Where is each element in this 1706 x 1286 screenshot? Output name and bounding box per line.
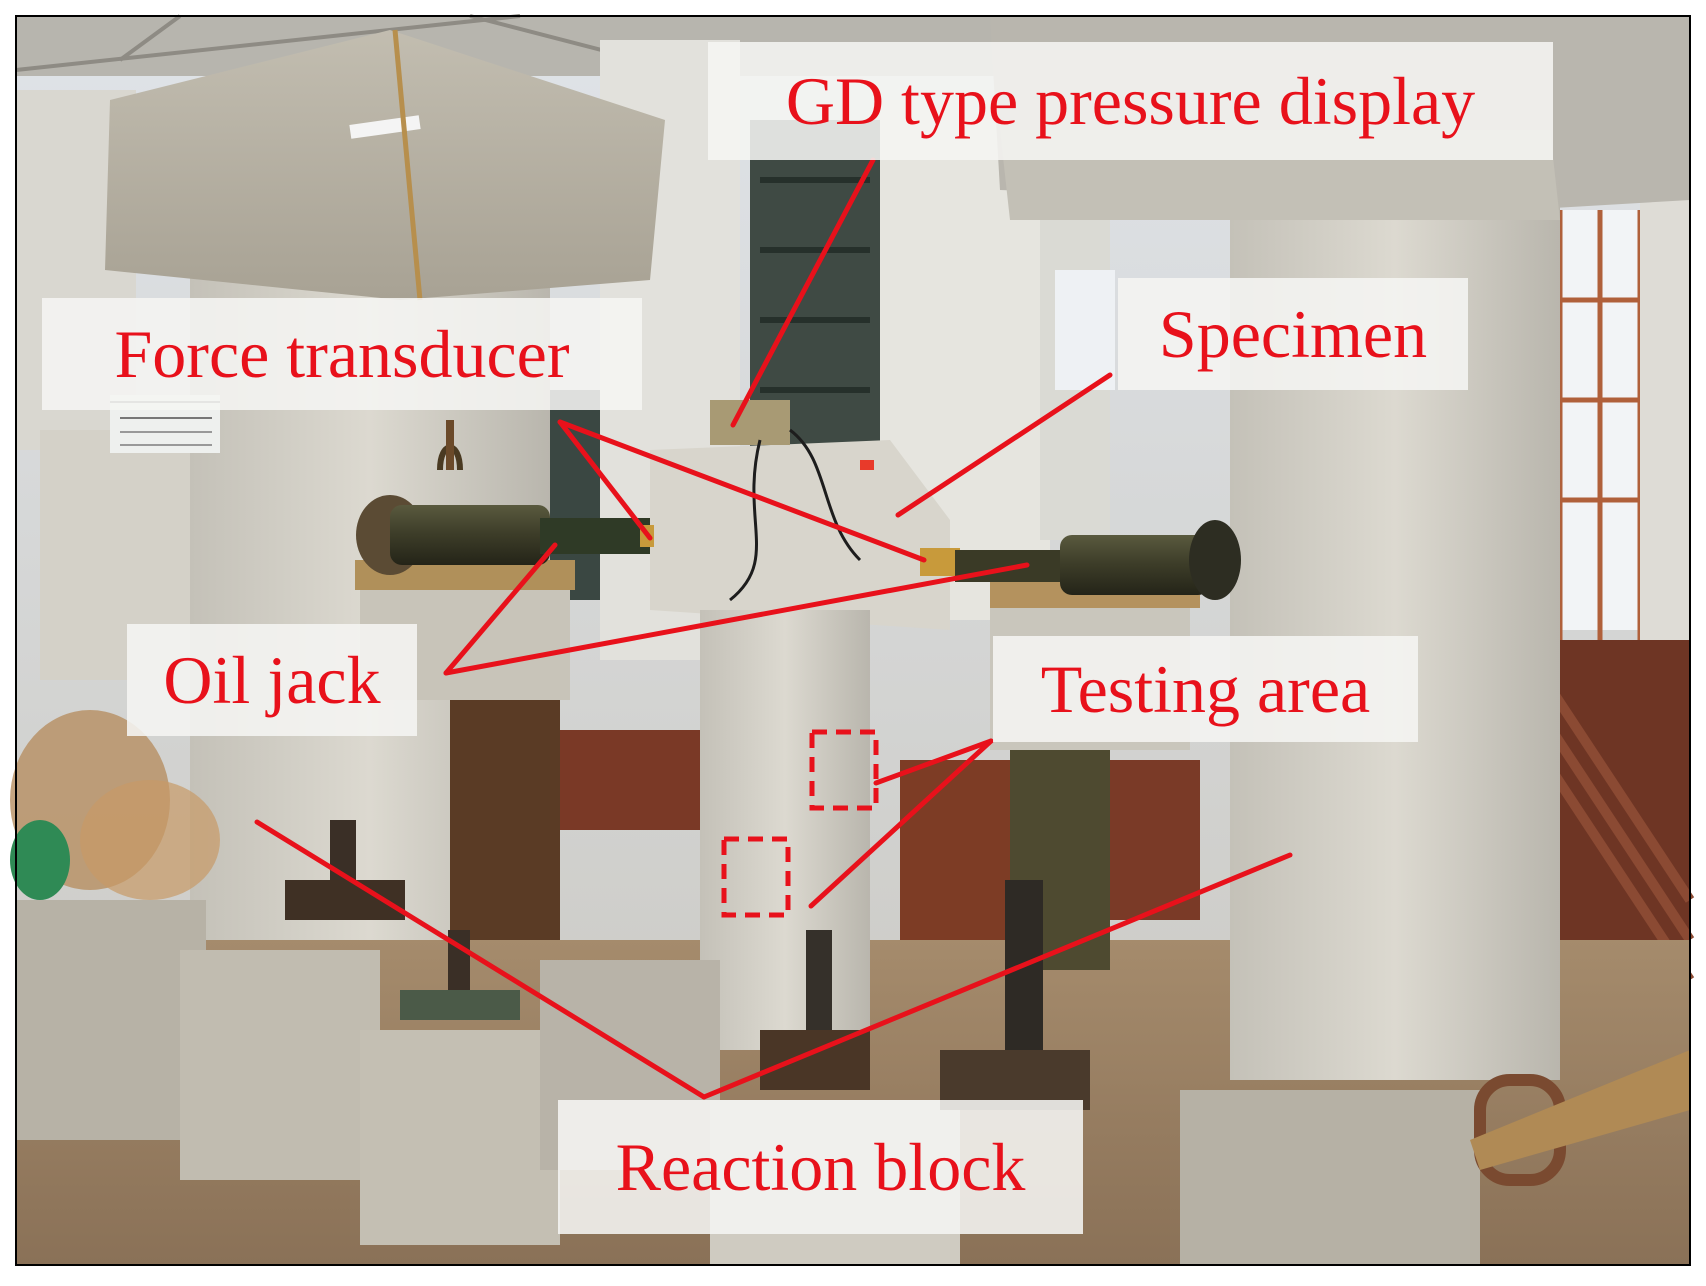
leader-force-transducer-right bbox=[557, 419, 927, 563]
label-reaction-block-text: Reaction block bbox=[615, 1129, 1026, 1205]
wire-coils bbox=[10, 710, 220, 900]
leader-oil-jack-right bbox=[443, 562, 1030, 676]
leader-gd-display bbox=[730, 157, 876, 428]
left-oil-jack bbox=[356, 420, 654, 575]
leader-testing-area-upper bbox=[873, 738, 994, 786]
label-reaction-block: Reaction block bbox=[558, 1100, 1083, 1234]
leader-force-transducer-left bbox=[557, 419, 653, 541]
label-force-transducer: Force transducer bbox=[42, 298, 642, 410]
leader-specimen bbox=[895, 372, 1113, 518]
label-oil-jack: Oil jack bbox=[127, 624, 417, 736]
label-testing-area-text: Testing area bbox=[1040, 651, 1371, 727]
label-testing-area: Testing area bbox=[993, 636, 1418, 742]
leader-testing-area-lower bbox=[808, 738, 994, 909]
testing-area-box-upper bbox=[809, 729, 879, 811]
label-force-transducer-text: Force transducer bbox=[114, 316, 570, 392]
leader-reaction-block-left bbox=[254, 819, 707, 1100]
label-gd-pressure-display: GD type pressure display bbox=[708, 42, 1553, 160]
label-specimen-text: Specimen bbox=[1158, 296, 1428, 372]
specimen-body bbox=[650, 400, 950, 1050]
label-specimen: Specimen bbox=[1118, 278, 1468, 390]
photo-frame bbox=[15, 15, 1691, 1266]
leader-oil-jack-left bbox=[443, 542, 558, 676]
testing-area-box-lower bbox=[721, 836, 791, 918]
label-gd-pressure-display-text: GD type pressure display bbox=[785, 63, 1476, 139]
leader-reaction-block-right bbox=[701, 852, 1293, 1100]
label-oil-jack-text: Oil jack bbox=[163, 642, 381, 718]
